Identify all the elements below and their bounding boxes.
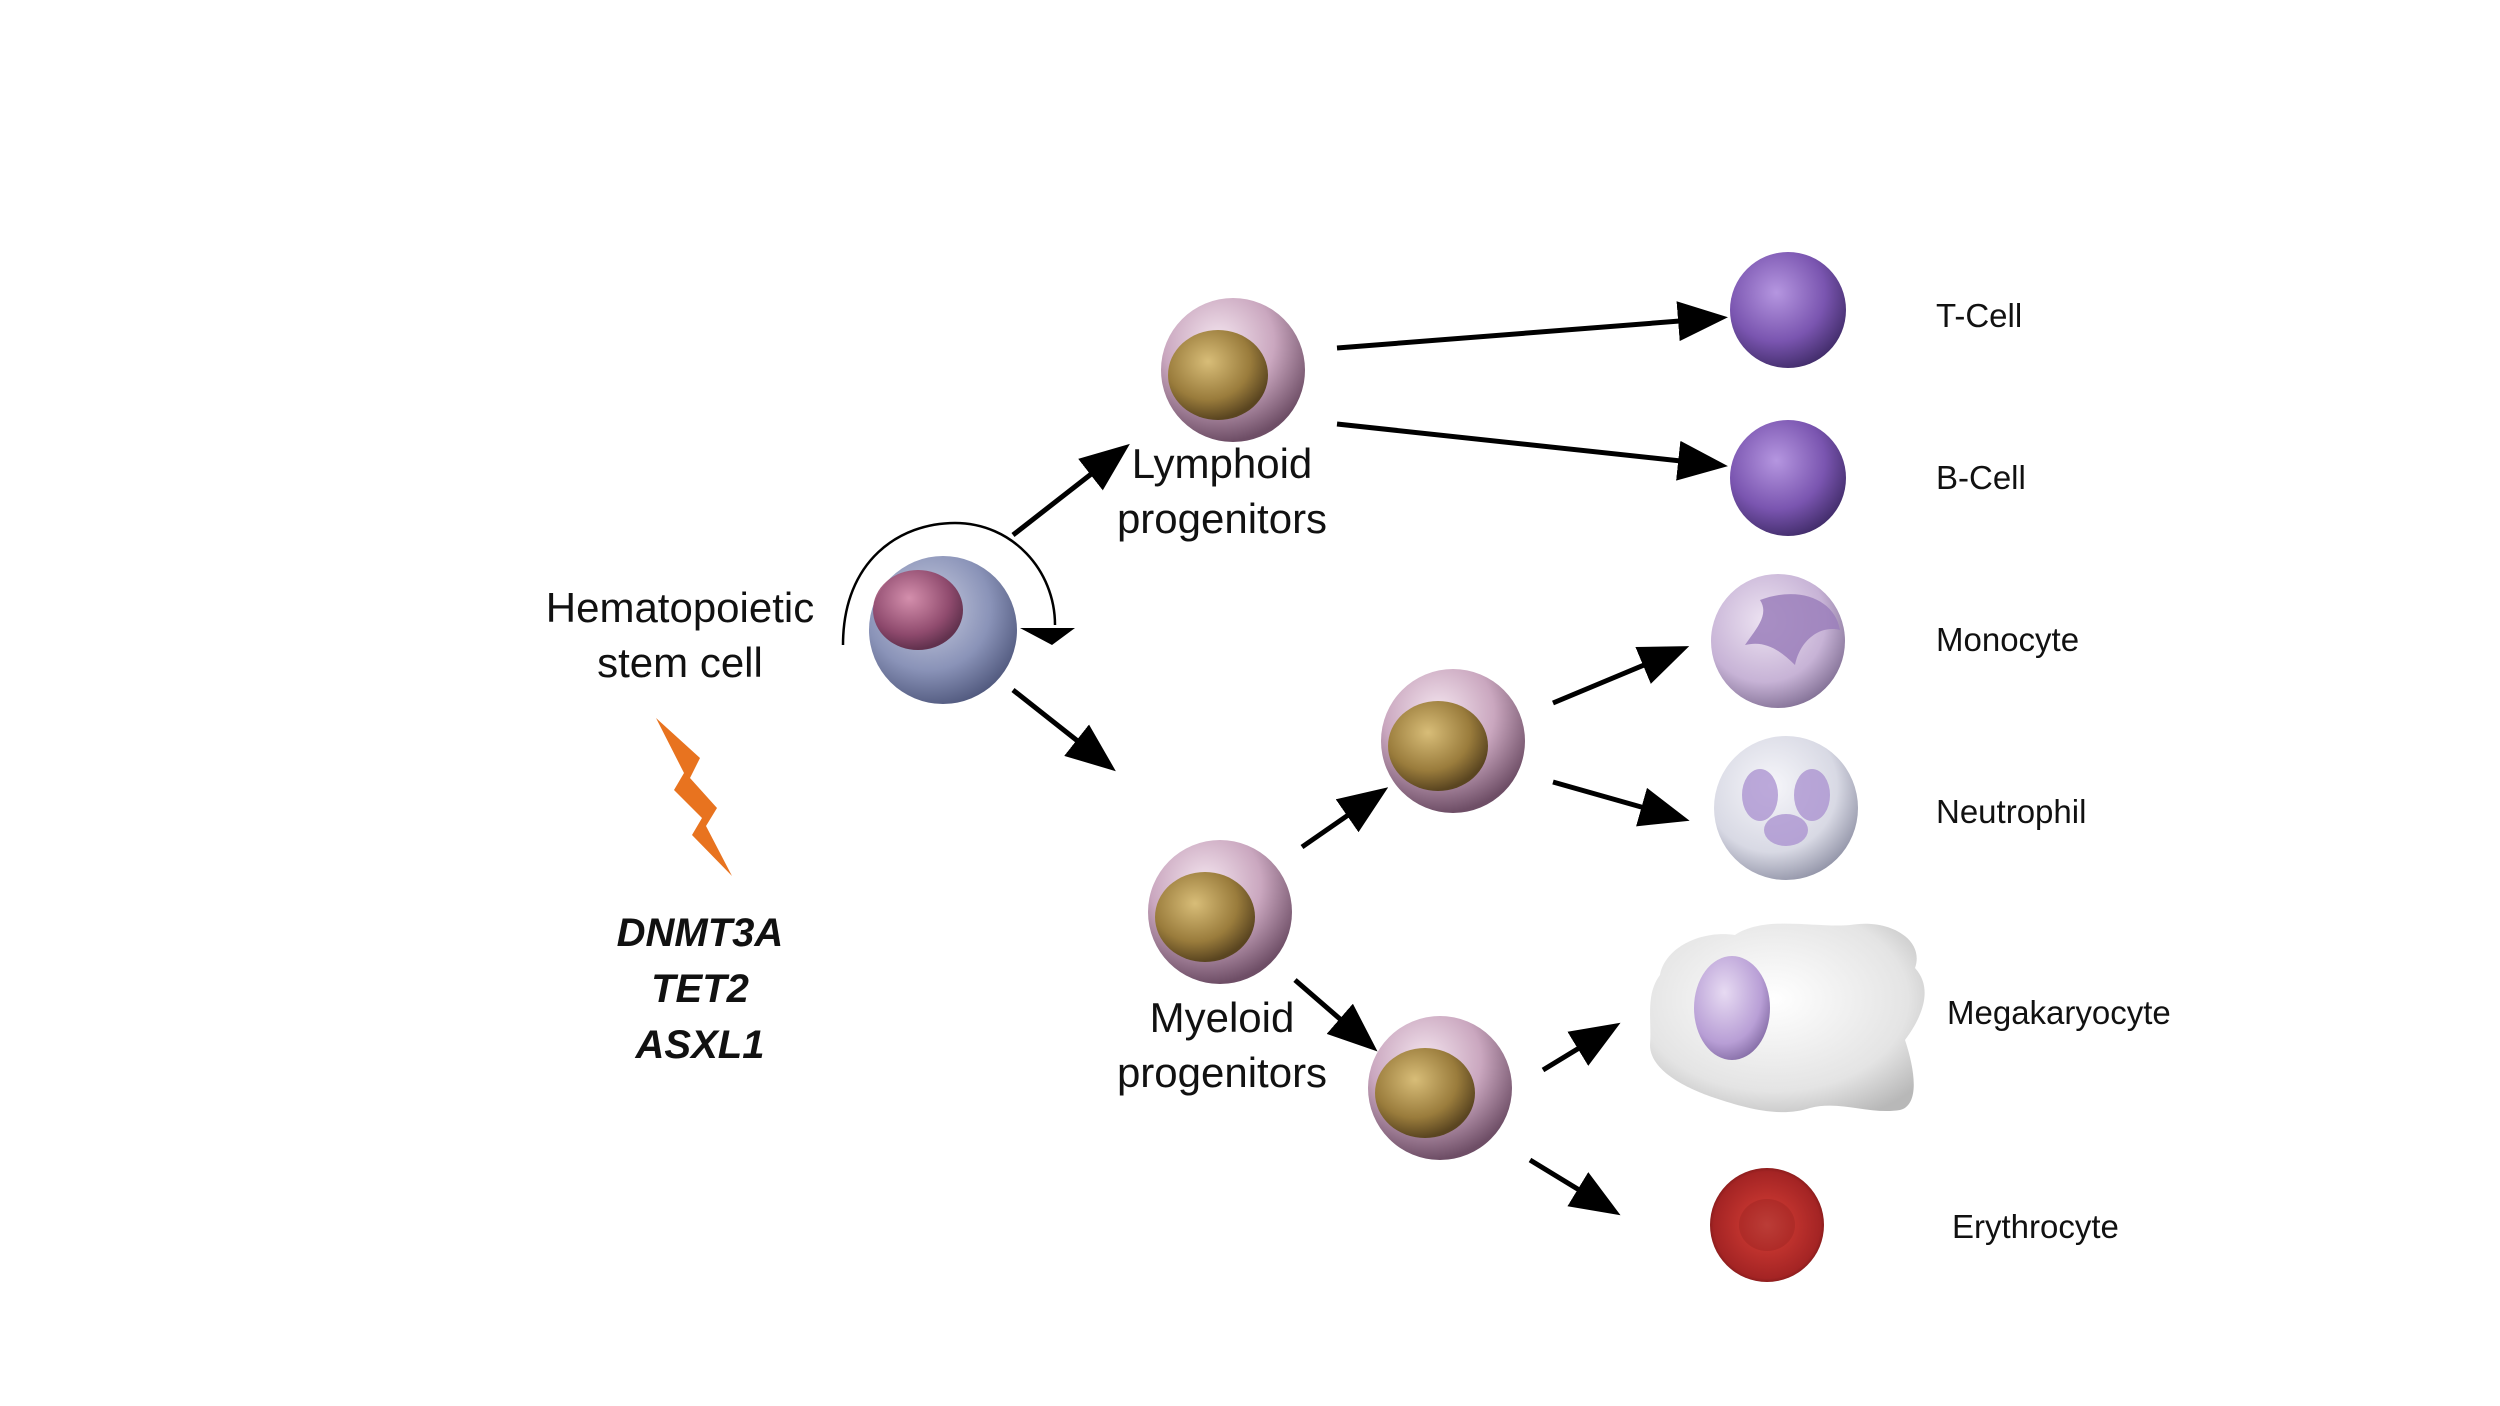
erythrocyte-cell <box>1710 1168 1824 1282</box>
megakaryocyte-label: Megakaryocyte <box>1947 994 2171 1031</box>
arrow-lymphoid-to-t-cell <box>1336 301 1728 351</box>
arrow-to-monocyte <box>1552 646 1690 706</box>
megakaryocyte-erythroid-progenitor-cell <box>1368 1016 1512 1160</box>
lymphoid-label-line1: Lymphoid <box>1132 440 1313 487</box>
arrow-myeloid-to-megakaryocyte-progenitor <box>1293 978 1378 1052</box>
arrow-to-megakaryocyte <box>1541 1022 1621 1073</box>
lymphoid-label-line2: progenitors <box>1117 495 1327 542</box>
b-cell-cell <box>1730 420 1846 536</box>
lymphoid-progenitor-cell <box>1161 298 1305 442</box>
gene-label-asxl1: ASXL1 <box>635 1023 765 1067</box>
self-renewal-arrow <box>841 521 1075 646</box>
granulocyte-monocyte-progenitor-cell <box>1381 669 1525 813</box>
arrow-myeloid-to-granulocyte-progenitor <box>1300 787 1389 850</box>
arrow-stem-to-myeloid <box>1011 688 1116 772</box>
monocyte-cell <box>1711 574 1845 708</box>
arrows <box>1011 301 1728 1216</box>
arrow-to-erythrocyte <box>1528 1157 1621 1216</box>
erythrocyte-label: Erythrocyte <box>1952 1208 2119 1245</box>
stem-cell-label-line1: Hematopoietic <box>546 584 814 631</box>
myeloid-label-line1: Myeloid <box>1150 994 1295 1041</box>
arrow-to-neutrophil <box>1552 779 1690 827</box>
t-cell-label: T-Cell <box>1936 297 2022 334</box>
stem-cell-label-line2: stem cell <box>597 639 763 686</box>
gene-label-tet2: TET2 <box>651 967 749 1011</box>
megakaryocyte-cell <box>1650 923 1925 1113</box>
neutrophil-label: Neutrophil <box>1936 793 2086 830</box>
b-cell-label: B-Cell <box>1936 459 2026 496</box>
myeloid-label-line2: progenitors <box>1117 1049 1327 1096</box>
arrow-stem-to-lymphoid <box>1011 443 1130 537</box>
monocyte-label: Monocyte <box>1936 621 2079 658</box>
arrow-lymphoid-to-b-cell <box>1336 421 1728 481</box>
t-cell-cell <box>1730 252 1846 368</box>
gene-label-dnmt3a: DNMT3A <box>617 911 784 955</box>
myeloid-progenitor-cell <box>1148 840 1292 984</box>
stem-cell <box>869 556 1017 704</box>
neutrophil-cell <box>1714 736 1858 880</box>
lightning-bolt-icon <box>656 718 732 876</box>
